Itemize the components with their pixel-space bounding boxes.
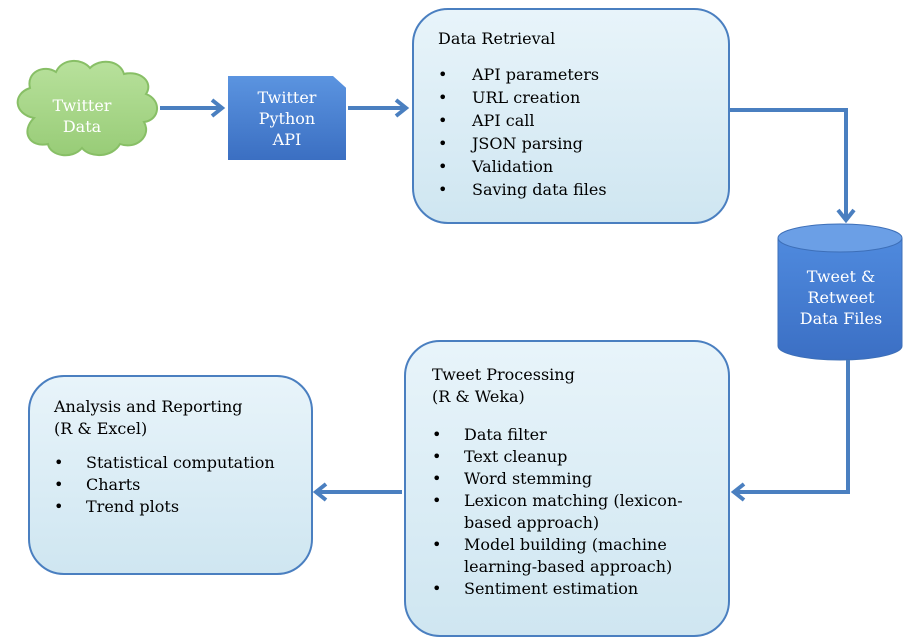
twitter-data-label: Twitter Data (52, 96, 112, 136)
arrow-cloud-to-api (160, 98, 226, 118)
list-item: Word stemming (432, 468, 728, 490)
arrow-retrieval-to-datafiles (730, 108, 856, 224)
list-item: API parameters (438, 64, 728, 86)
list-item: Validation (438, 156, 728, 178)
tweet-processing-title: Tweet Processing (R & Weka) (432, 365, 575, 406)
list-item: Model building (machine learning-based a… (432, 534, 728, 578)
tweet-processing-box: Tweet Processing (R & Weka) Data filter … (404, 340, 730, 637)
arrow-datafiles-to-processing (730, 360, 850, 502)
data-files-label: Tweet & Retweet Data Files (799, 267, 883, 328)
list-item: Saving data files (438, 179, 728, 201)
data-retrieval-box: Data Retrieval API parameters URL creati… (412, 8, 730, 224)
list-item: JSON parsing (438, 133, 728, 155)
data-retrieval-title: Data Retrieval (438, 29, 556, 48)
list-item: URL creation (438, 87, 728, 109)
data-retrieval-list: API parameters URL creation API call JSO… (438, 64, 728, 201)
analysis-reporting-box: Analysis and Reporting (R & Excel) Stati… (28, 375, 313, 575)
list-item: API call (438, 110, 728, 132)
twitter-data-cloud (16, 60, 158, 157)
arrow-api-to-retrieval (348, 98, 410, 118)
tweet-data-files-database (777, 223, 903, 361)
tweet-processing-list: Data filter Text cleanup Word stemming L… (432, 424, 728, 600)
list-item: Data filter (432, 424, 728, 446)
list-item: Sentiment estimation (432, 578, 728, 600)
twitter-python-api-node: Twitter Python API (228, 76, 346, 160)
list-item: Text cleanup (432, 446, 728, 468)
list-item: Statistical computation (54, 452, 311, 474)
arrow-processing-to-analysis (312, 482, 402, 502)
analysis-title: Analysis and Reporting (R & Excel) (54, 397, 243, 438)
analysis-list: Statistical computation Charts Trend plo… (54, 452, 311, 518)
list-item: Trend plots (54, 496, 311, 518)
list-item: Charts (54, 474, 311, 496)
list-item: Lexicon matching (lexicon- based approac… (432, 490, 728, 534)
